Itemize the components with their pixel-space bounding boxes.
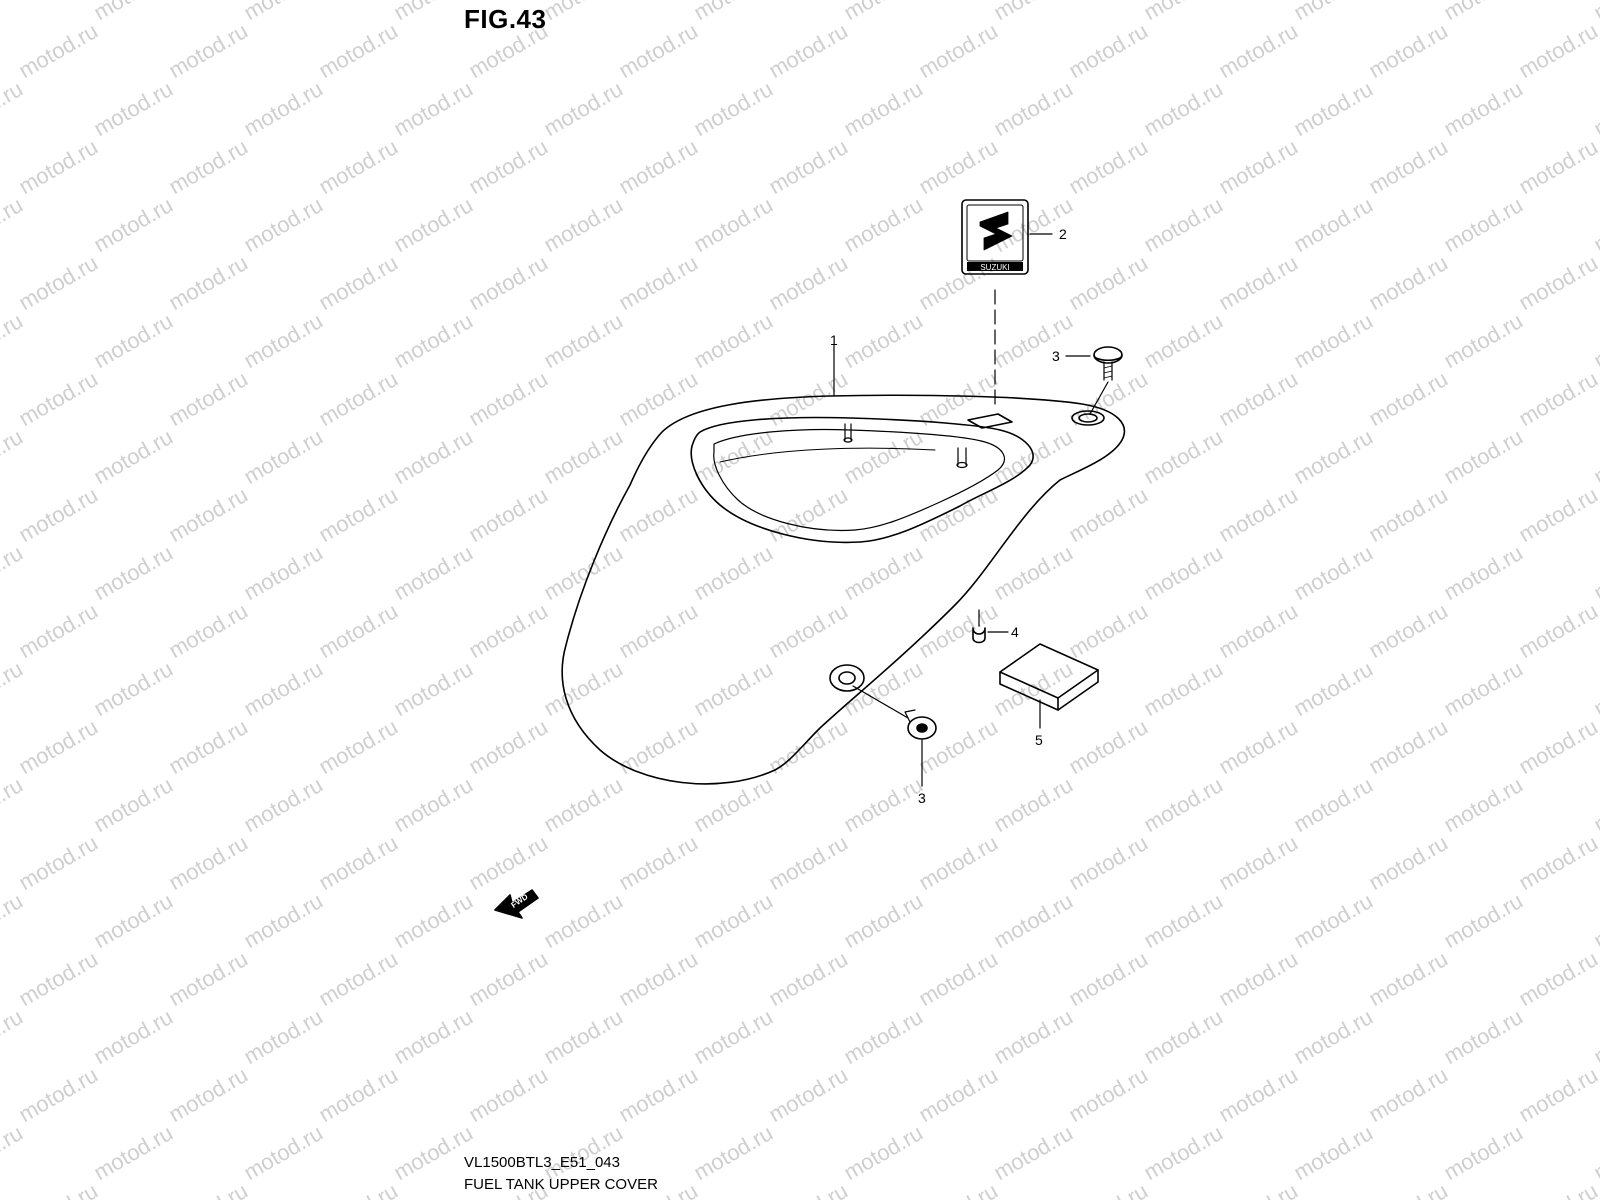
bolt-top-leader [1089,381,1109,415]
callout-1: 1 [830,332,838,348]
pad[interactable] [999,643,1099,711]
callout-5: 5 [1035,732,1043,748]
emblem-brand-text: SUZUKI [980,263,1009,272]
callout-2: 2 [1059,226,1067,242]
figure-caption: FUEL TANK UPPER COVER [464,1176,658,1193]
bolt-side[interactable] [904,709,937,740]
clip[interactable] [972,627,986,644]
callout-4: 4 [1011,624,1019,640]
suzuki-emblem[interactable]: SUZUKI [961,199,1029,275]
bolt-side-leader [852,685,909,719]
fuel-tank-upper-cover[interactable] [561,394,1126,785]
figure-footer: VL1500BTL3_E51_043 FUEL TANK UPPER COVER [464,1152,658,1196]
callout-3b: 3 [918,790,926,806]
figure-code: VL1500BTL3_E51_043 [464,1154,620,1171]
bolt-top[interactable] [1093,346,1123,381]
fwd-arrow-icon: FWD [494,889,539,919]
figure-title: FIG.43 [464,4,547,34]
callout-3a: 3 [1052,348,1060,364]
